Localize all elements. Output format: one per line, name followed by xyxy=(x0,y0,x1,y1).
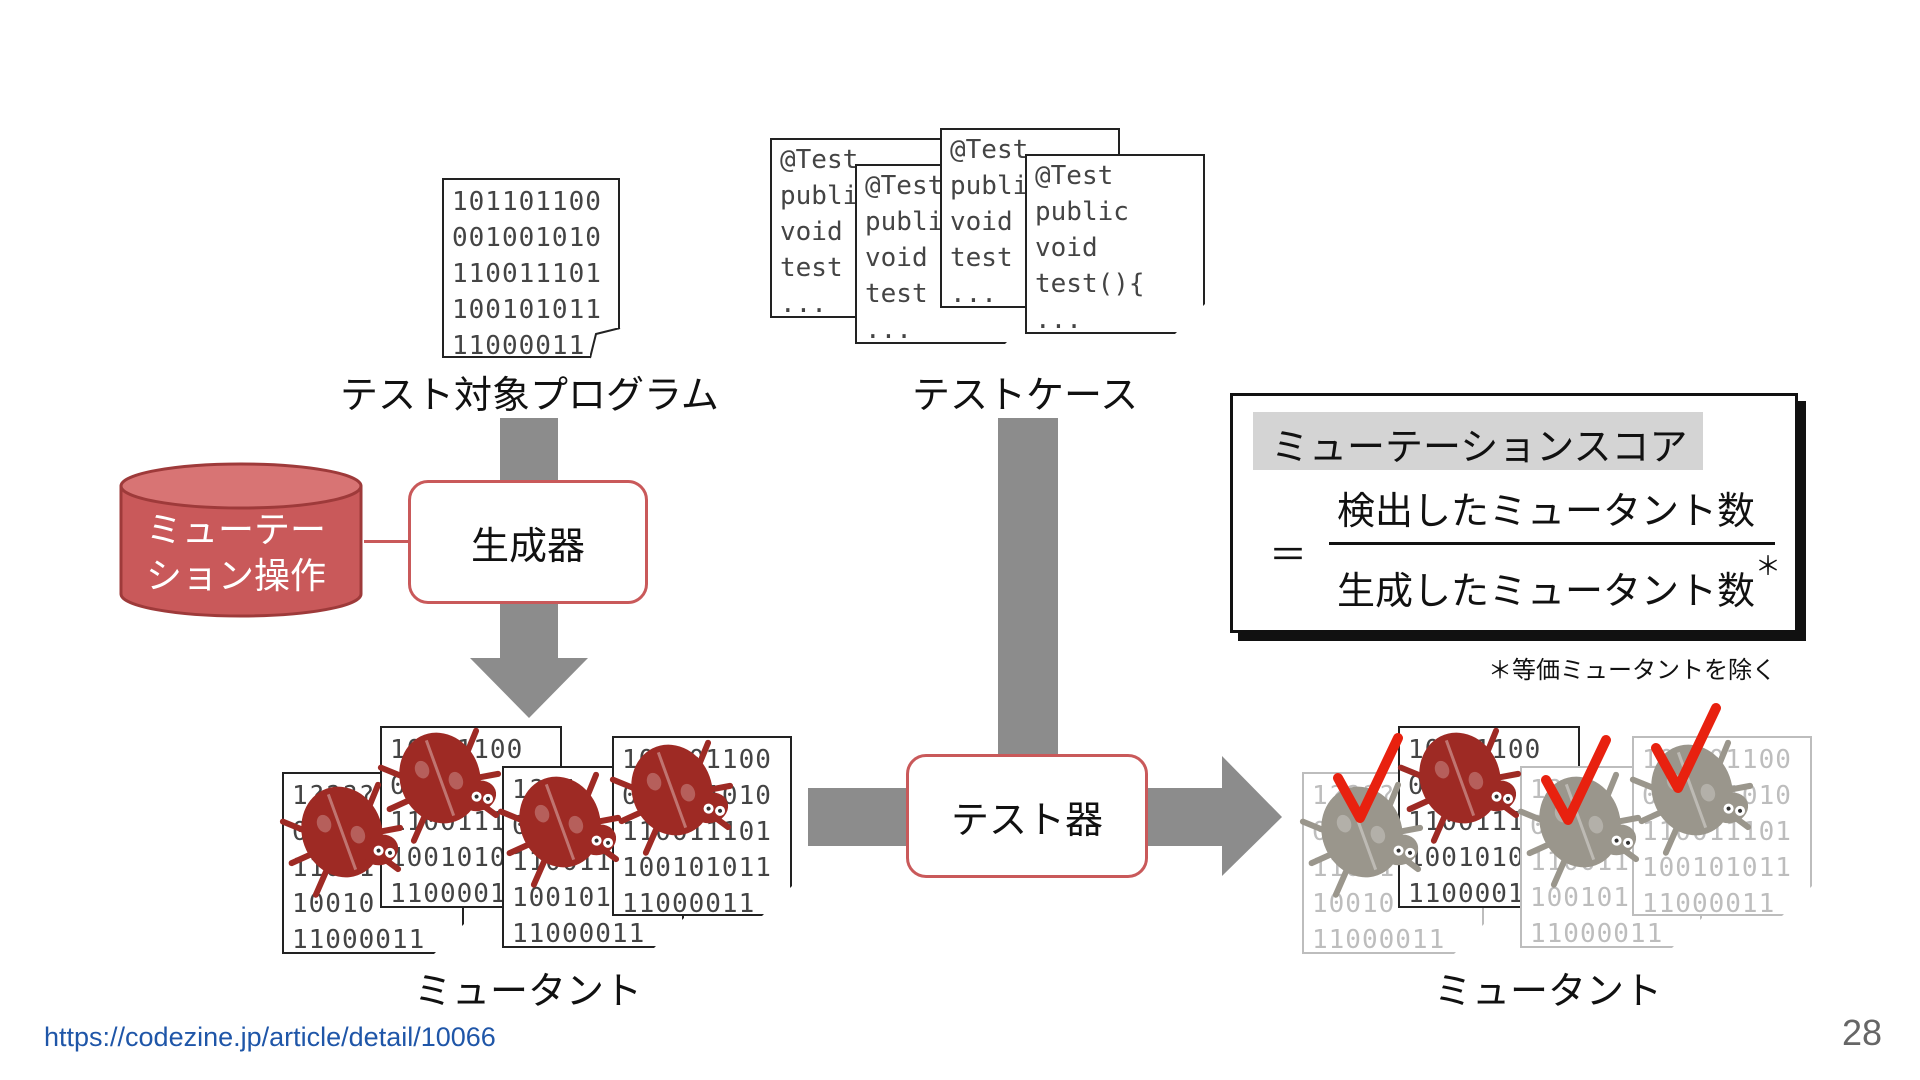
arrow-tester-to-results-shaft xyxy=(1148,788,1224,846)
mutants-left-label: ミュータント xyxy=(414,969,643,1013)
score-equals: ＝ xyxy=(1269,533,1308,577)
score-title: ミューテーションスコア xyxy=(1271,425,1688,469)
arrow-program-to-generator xyxy=(500,418,558,480)
score-numerator: 検出したミュータント数 xyxy=(1337,489,1756,533)
page-number: 28 xyxy=(1842,1012,1883,1053)
mutation-ops-label-line1: ミューテー xyxy=(146,510,327,551)
score-footnote: ＊等価ミュータントを除く xyxy=(1488,656,1776,684)
score-asterisk: ＊ xyxy=(1755,552,1782,582)
program-document-fold-icon xyxy=(590,328,621,359)
generator-box: 生成器 xyxy=(408,480,648,604)
source-link[interactable]: https://codezine.jp/article/detail/10066 xyxy=(44,1022,496,1052)
killed-bug-icon-2 xyxy=(1397,727,1522,844)
killed-bug-icon-1 xyxy=(1299,781,1424,898)
bug-icon-1 xyxy=(279,781,404,898)
arrow-right-head-icon xyxy=(1222,756,1282,876)
testcase-code-3: @Test publi void test ... xyxy=(950,135,1029,308)
mutants-right-label: ミュータント xyxy=(1434,969,1663,1013)
bug-icon-2 xyxy=(377,727,502,844)
fraction-bar xyxy=(1329,542,1775,545)
testcase-code-1: @Test publi void test ... xyxy=(780,145,859,318)
program-label: テスト対象プログラム xyxy=(340,373,719,417)
tester-label: テスト器 xyxy=(950,797,1103,842)
database-icon xyxy=(119,462,363,618)
score-title-bg xyxy=(1253,412,1703,470)
generator-label: 生成器 xyxy=(470,523,585,568)
score-denominator: 生成したミュータント数 xyxy=(1337,569,1756,613)
testcase-code-4: @Test public void test(){ ... xyxy=(1035,161,1145,334)
mutation-score-box: ミューテーションスコア ＝ 検出したミュータント数 生成したミュータント数 ＊ xyxy=(1230,393,1798,633)
mutation-ops-label-line2: ション操作 xyxy=(146,556,327,597)
arrow-generator-to-mutants-shaft xyxy=(500,604,558,662)
checkmark-icon-3 xyxy=(1651,703,1721,793)
bug-icon-4 xyxy=(609,739,734,856)
bug-icon-3 xyxy=(497,771,622,888)
mutation-ops-label: ミューテー ション操作 xyxy=(146,508,326,600)
checkmark-icon-2 xyxy=(1541,735,1611,825)
connector-line xyxy=(364,540,410,543)
arrow-mutants-to-tester xyxy=(808,788,912,846)
arrow-down-head-icon xyxy=(470,658,588,718)
arrow-testcases-down xyxy=(998,418,1058,756)
program-document: 101101100 001001010 110011101 100101011 … xyxy=(442,178,620,358)
tester-box: テスト器 xyxy=(906,754,1148,878)
testcase-document-4: @Test public void test(){ ... xyxy=(1025,154,1205,334)
testcases-label: テストケース xyxy=(912,373,1139,417)
testcase-code-2: @Test publi void test ... xyxy=(865,171,944,344)
checkmark-icon-1 xyxy=(1333,733,1403,823)
program-binary-text: 101101100 001001010 110011101 100101011 … xyxy=(452,187,602,358)
